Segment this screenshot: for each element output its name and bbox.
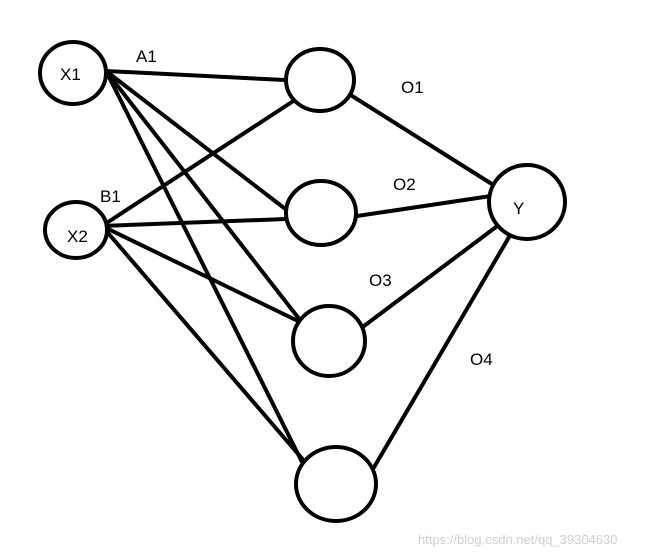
watermark-text: https://blog.csdn.net/qq_39304630	[418, 532, 618, 547]
edge-label-o1: O1	[401, 78, 424, 97]
edge-x2-h3	[100, 224, 302, 324]
hidden-node-3	[291, 304, 367, 378]
node-label-y: Y	[513, 199, 524, 218]
edges-from-x2	[100, 94, 307, 464]
hidden-node-4	[294, 445, 378, 523]
edge-x1-h4	[104, 69, 304, 464]
hidden-node-1	[284, 47, 356, 113]
edge-label-o3: O3	[369, 271, 392, 290]
edge-x2-h1	[100, 94, 303, 228]
edge-label-o2: O2	[393, 175, 416, 194]
edges-from-x1	[104, 69, 304, 464]
edge-label-a1: A1	[136, 47, 157, 66]
edge-x1-h2	[104, 69, 290, 213]
edge-h2-y	[355, 194, 493, 218]
edge-x1-h3	[104, 69, 302, 322]
input-node-x2	[43, 200, 109, 260]
edge-x2-h2	[100, 217, 288, 228]
edges-to-y	[347, 92, 514, 471]
node-label-x2: X2	[67, 227, 88, 246]
edge-h3-y	[362, 222, 502, 328]
edge-h1-y	[347, 92, 497, 188]
input-node-x1	[38, 40, 108, 106]
edge-label-o4: O4	[470, 350, 493, 369]
edge-x1-h1	[104, 69, 287, 82]
node-label-x1: X1	[60, 65, 81, 84]
edge-x2-h4	[100, 224, 307, 464]
edge-label-b1: B1	[100, 187, 121, 206]
hidden-node-2	[284, 179, 358, 247]
output-node-y	[487, 163, 567, 241]
edge-h4-y	[371, 230, 514, 471]
